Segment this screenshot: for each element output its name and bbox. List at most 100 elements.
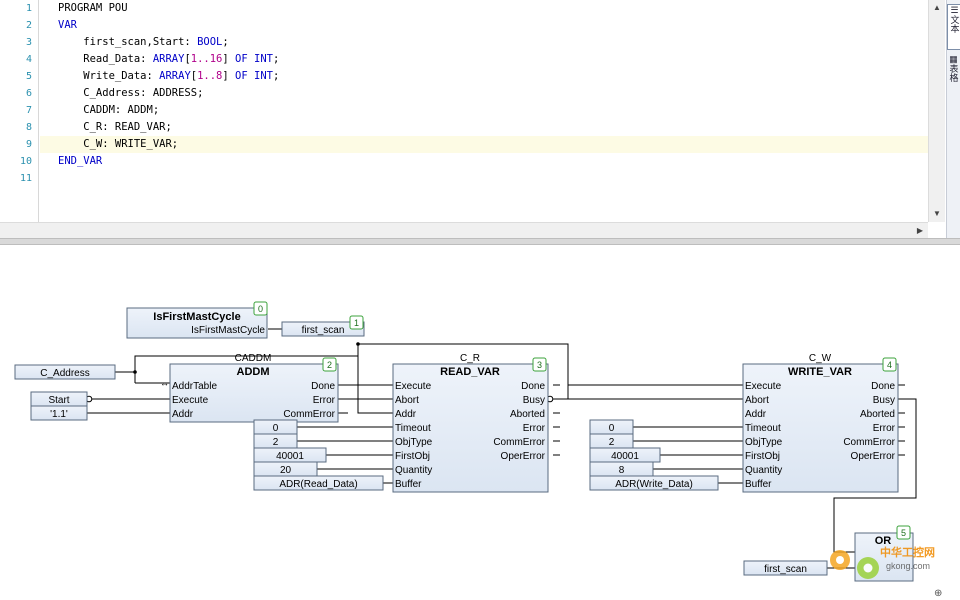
scroll-down-arrow-icon[interactable]: ▼ [933, 209, 941, 218]
code-token: C_R: READ_VAR; [58, 121, 172, 133]
write-var-function-block[interactable]: C_W WRITE_VAR 4 Execute Abort Addr Timeo… [742, 353, 899, 493]
instance-name: C_R [460, 353, 480, 364]
read-var-function-block[interactable]: C_R READ_VAR 3 Execute Abort Addr Timeou… [392, 353, 549, 493]
keyword-token: BOOL [197, 36, 223, 48]
first-scan-output-variable[interactable]: first_scan 1 [281, 315, 365, 337]
execution-order-badge: 2 [327, 360, 332, 370]
tab-table-view[interactable]: ▦ 表格 [947, 54, 960, 98]
addr-string-constant[interactable]: '1.1' [30, 405, 88, 421]
keyword-token: INT [254, 53, 273, 65]
pin-aborted: Aborted [510, 409, 545, 420]
block-type-label: ADDM [237, 366, 270, 378]
code-line[interactable]: Write_Data: ARRAY[1..8] OF INT; [58, 68, 279, 85]
pin-opererror: OperError [501, 451, 546, 462]
variable-label: first_scan [302, 325, 345, 336]
line-number: 5 [25, 71, 32, 82]
block-type-label: IsFirstMastCycle [153, 311, 240, 323]
line-number: 8 [25, 122, 32, 133]
constant-label: '1.1' [50, 409, 68, 420]
constant-firstobj: 40001 [276, 451, 304, 462]
pin-opererror: OperError [851, 451, 896, 462]
keyword-token: END_VAR [58, 155, 103, 167]
variable-label: C_Address [40, 368, 89, 379]
code-line[interactable]: C_W: WRITE_VAR; [58, 136, 178, 153]
zoom-corner-icon[interactable]: ⊕ [934, 588, 942, 599]
execution-order-badge: 3 [537, 360, 542, 370]
instance-name: CADDM [235, 353, 272, 364]
constant-timeout: 0 [609, 423, 615, 434]
code-token: ; [272, 53, 280, 65]
code-line[interactable]: C_R: READ_VAR; [58, 119, 172, 136]
pin-buffer: Buffer [745, 479, 772, 490]
code-token: ] [222, 53, 236, 65]
constant-timeout: 0 [273, 423, 279, 434]
execution-order-badge: 1 [354, 318, 359, 328]
number-token: 1..8 [197, 70, 223, 82]
code-line[interactable]: CADDM: ADDM; [58, 102, 159, 119]
tab-text-view-label: 文本 [949, 15, 960, 33]
pin-error: Error [313, 395, 336, 406]
editor-vertical-scrollbar[interactable]: ▲ ▼ [928, 0, 945, 222]
or-function-block[interactable]: OR 5 [854, 525, 914, 582]
keyword-token: INT [254, 70, 273, 82]
resize-arrows-icon: ↔ [160, 378, 169, 388]
wires [87, 328, 917, 569]
editor-horizontal-scrollbar[interactable]: ▶ [0, 222, 928, 239]
pane-splitter[interactable] [0, 238, 960, 245]
text-view-icon: ☰ [950, 5, 959, 15]
fbd-network[interactable]: ↔ IsFirstMastCycle IsFirstMastCycle 0 fi… [0, 245, 960, 599]
wire-junction [356, 342, 360, 346]
line-number: 7 [25, 105, 32, 116]
constant-objtype: 2 [273, 437, 279, 448]
pin-abort: Abort [395, 395, 419, 406]
c-address-input-variable[interactable]: C_Address [14, 364, 116, 380]
variable-label: Start [48, 395, 69, 406]
view-side-tabs: ☰ 文本 ▦ 表格 [946, 0, 960, 240]
svg-text:中华工控网: 中华工控网 [880, 545, 935, 559]
addm-function-block[interactable]: CADDM ADDM 2 AddrTable Execute Addr Done… [169, 353, 339, 423]
code-token: C_W: WRITE_VAR; [58, 138, 179, 150]
pin-execute: Execute [395, 381, 432, 392]
constant-firstobj: 40001 [611, 451, 639, 462]
tab-text-view[interactable]: ☰ 文本 [947, 4, 960, 50]
line-number: 3 [25, 37, 32, 48]
line-number: 10 [19, 156, 32, 167]
code-line[interactable]: Read_Data: ARRAY[1..16] OF INT; [58, 51, 279, 68]
pin-commerror: CommError [843, 437, 895, 448]
code-line[interactable]: C_Address: ADDRESS; [58, 85, 203, 102]
code-line[interactable]: END_VAR [58, 153, 102, 170]
keyword-token: VAR [58, 19, 77, 31]
pin-execute: Execute [172, 395, 209, 406]
code-line[interactable]: VAR [58, 17, 77, 34]
pin-firstobj: FirstObj [395, 451, 430, 462]
read-input-constants[interactable]: 0 2 40001 20 ADR(Read_Data) [253, 419, 384, 491]
pin-error: Error [523, 423, 546, 434]
code-token: C_Address: ADDRESS; [58, 87, 204, 99]
first-scan-input-variable[interactable]: first_scan [743, 560, 828, 576]
pin-busy: Busy [523, 395, 545, 406]
pin-abort: Abort [745, 395, 769, 406]
code-line[interactable]: PROGRAM POU [58, 0, 128, 17]
code-line[interactable]: first_scan,Start: BOOL; [58, 34, 228, 51]
scroll-right-arrow-icon[interactable]: ▶ [916, 226, 924, 235]
pin-done: Done [311, 381, 335, 392]
isfirstmastcycle-block[interactable]: IsFirstMastCycle IsFirstMastCycle 0 [126, 301, 268, 339]
variable-label: first_scan [764, 564, 807, 575]
constant-quantity: 20 [280, 465, 292, 476]
constant-quantity: 8 [619, 465, 625, 476]
current-line-highlight [40, 136, 928, 153]
pin-firstobj: FirstObj [745, 451, 780, 462]
line-number: 9 [25, 139, 32, 150]
block-type-label: READ_VAR [440, 366, 500, 378]
line-number: 4 [25, 54, 32, 65]
write-input-constants[interactable]: 0 2 40001 8 ADR(Write_Data) [589, 419, 719, 491]
execution-order-badge: 4 [887, 360, 892, 370]
start-input-variable[interactable]: Start [30, 391, 88, 407]
scroll-up-arrow-icon[interactable]: ▲ [933, 3, 941, 12]
pin-addr: Addr [395, 409, 417, 420]
code-token: [ [184, 53, 191, 65]
tab-table-view-label: 表格 [948, 64, 959, 82]
fbd-canvas[interactable]: ↔ IsFirstMastCycle IsFirstMastCycle 0 fi… [0, 245, 960, 599]
